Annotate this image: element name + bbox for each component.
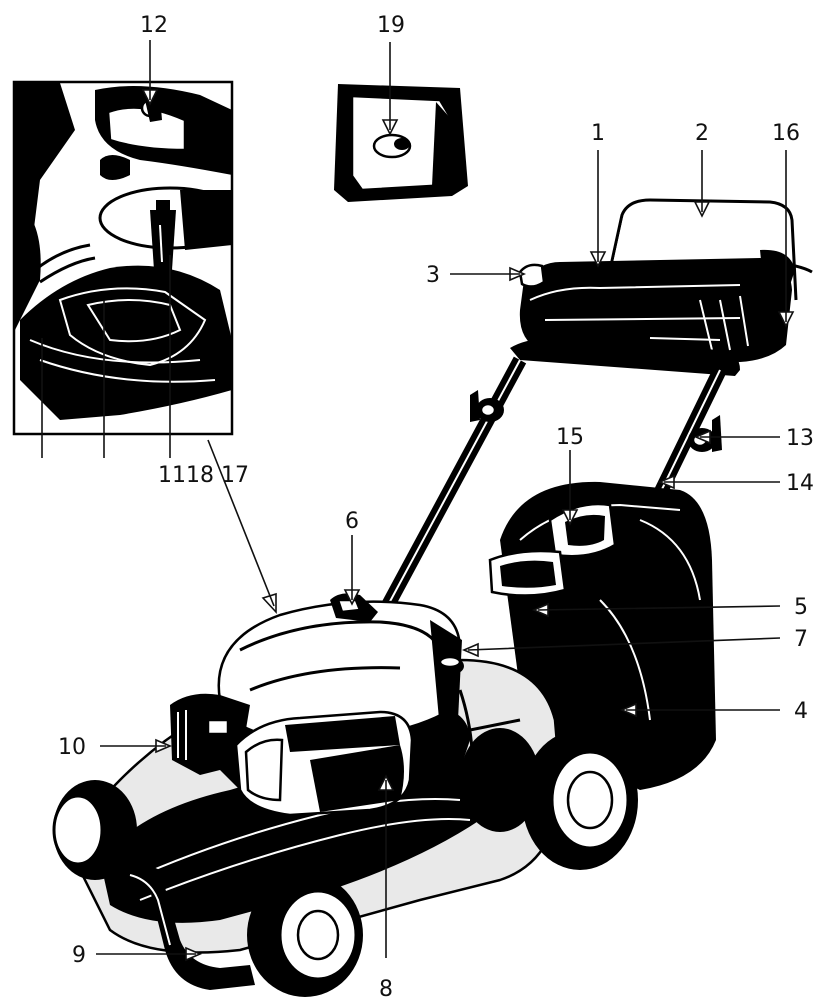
label-7: 7 — [794, 627, 808, 652]
collector-bag-part-19 — [334, 84, 468, 202]
label-19: 19 — [377, 13, 405, 38]
label-9: 9 — [72, 943, 86, 968]
wheels — [52, 728, 638, 997]
label-3: 3 — [426, 263, 440, 288]
label-8: 8 — [379, 977, 393, 1002]
label-2: 2 — [695, 121, 709, 146]
label-13: 13 — [786, 426, 814, 451]
label-12: 12 — [140, 13, 168, 38]
callout-arrows — [96, 40, 795, 962]
label-14: 14 — [786, 471, 814, 496]
label-5: 5 — [794, 595, 808, 620]
label-6: 6 — [345, 509, 359, 534]
engine — [170, 593, 474, 817]
label-16: 16 — [772, 121, 800, 146]
label-1: 1 — [591, 121, 605, 146]
label-15: 15 — [556, 425, 584, 450]
label-10: 10 — [58, 735, 86, 760]
label-inset-bottom: 1118 17 — [158, 463, 249, 488]
label-4: 4 — [794, 699, 808, 724]
detail-inset — [12, 80, 234, 458]
callout-labels: 12 19 1 2 16 3 13 15 14 6 5 7 4 10 9 8 1… — [58, 13, 814, 1002]
